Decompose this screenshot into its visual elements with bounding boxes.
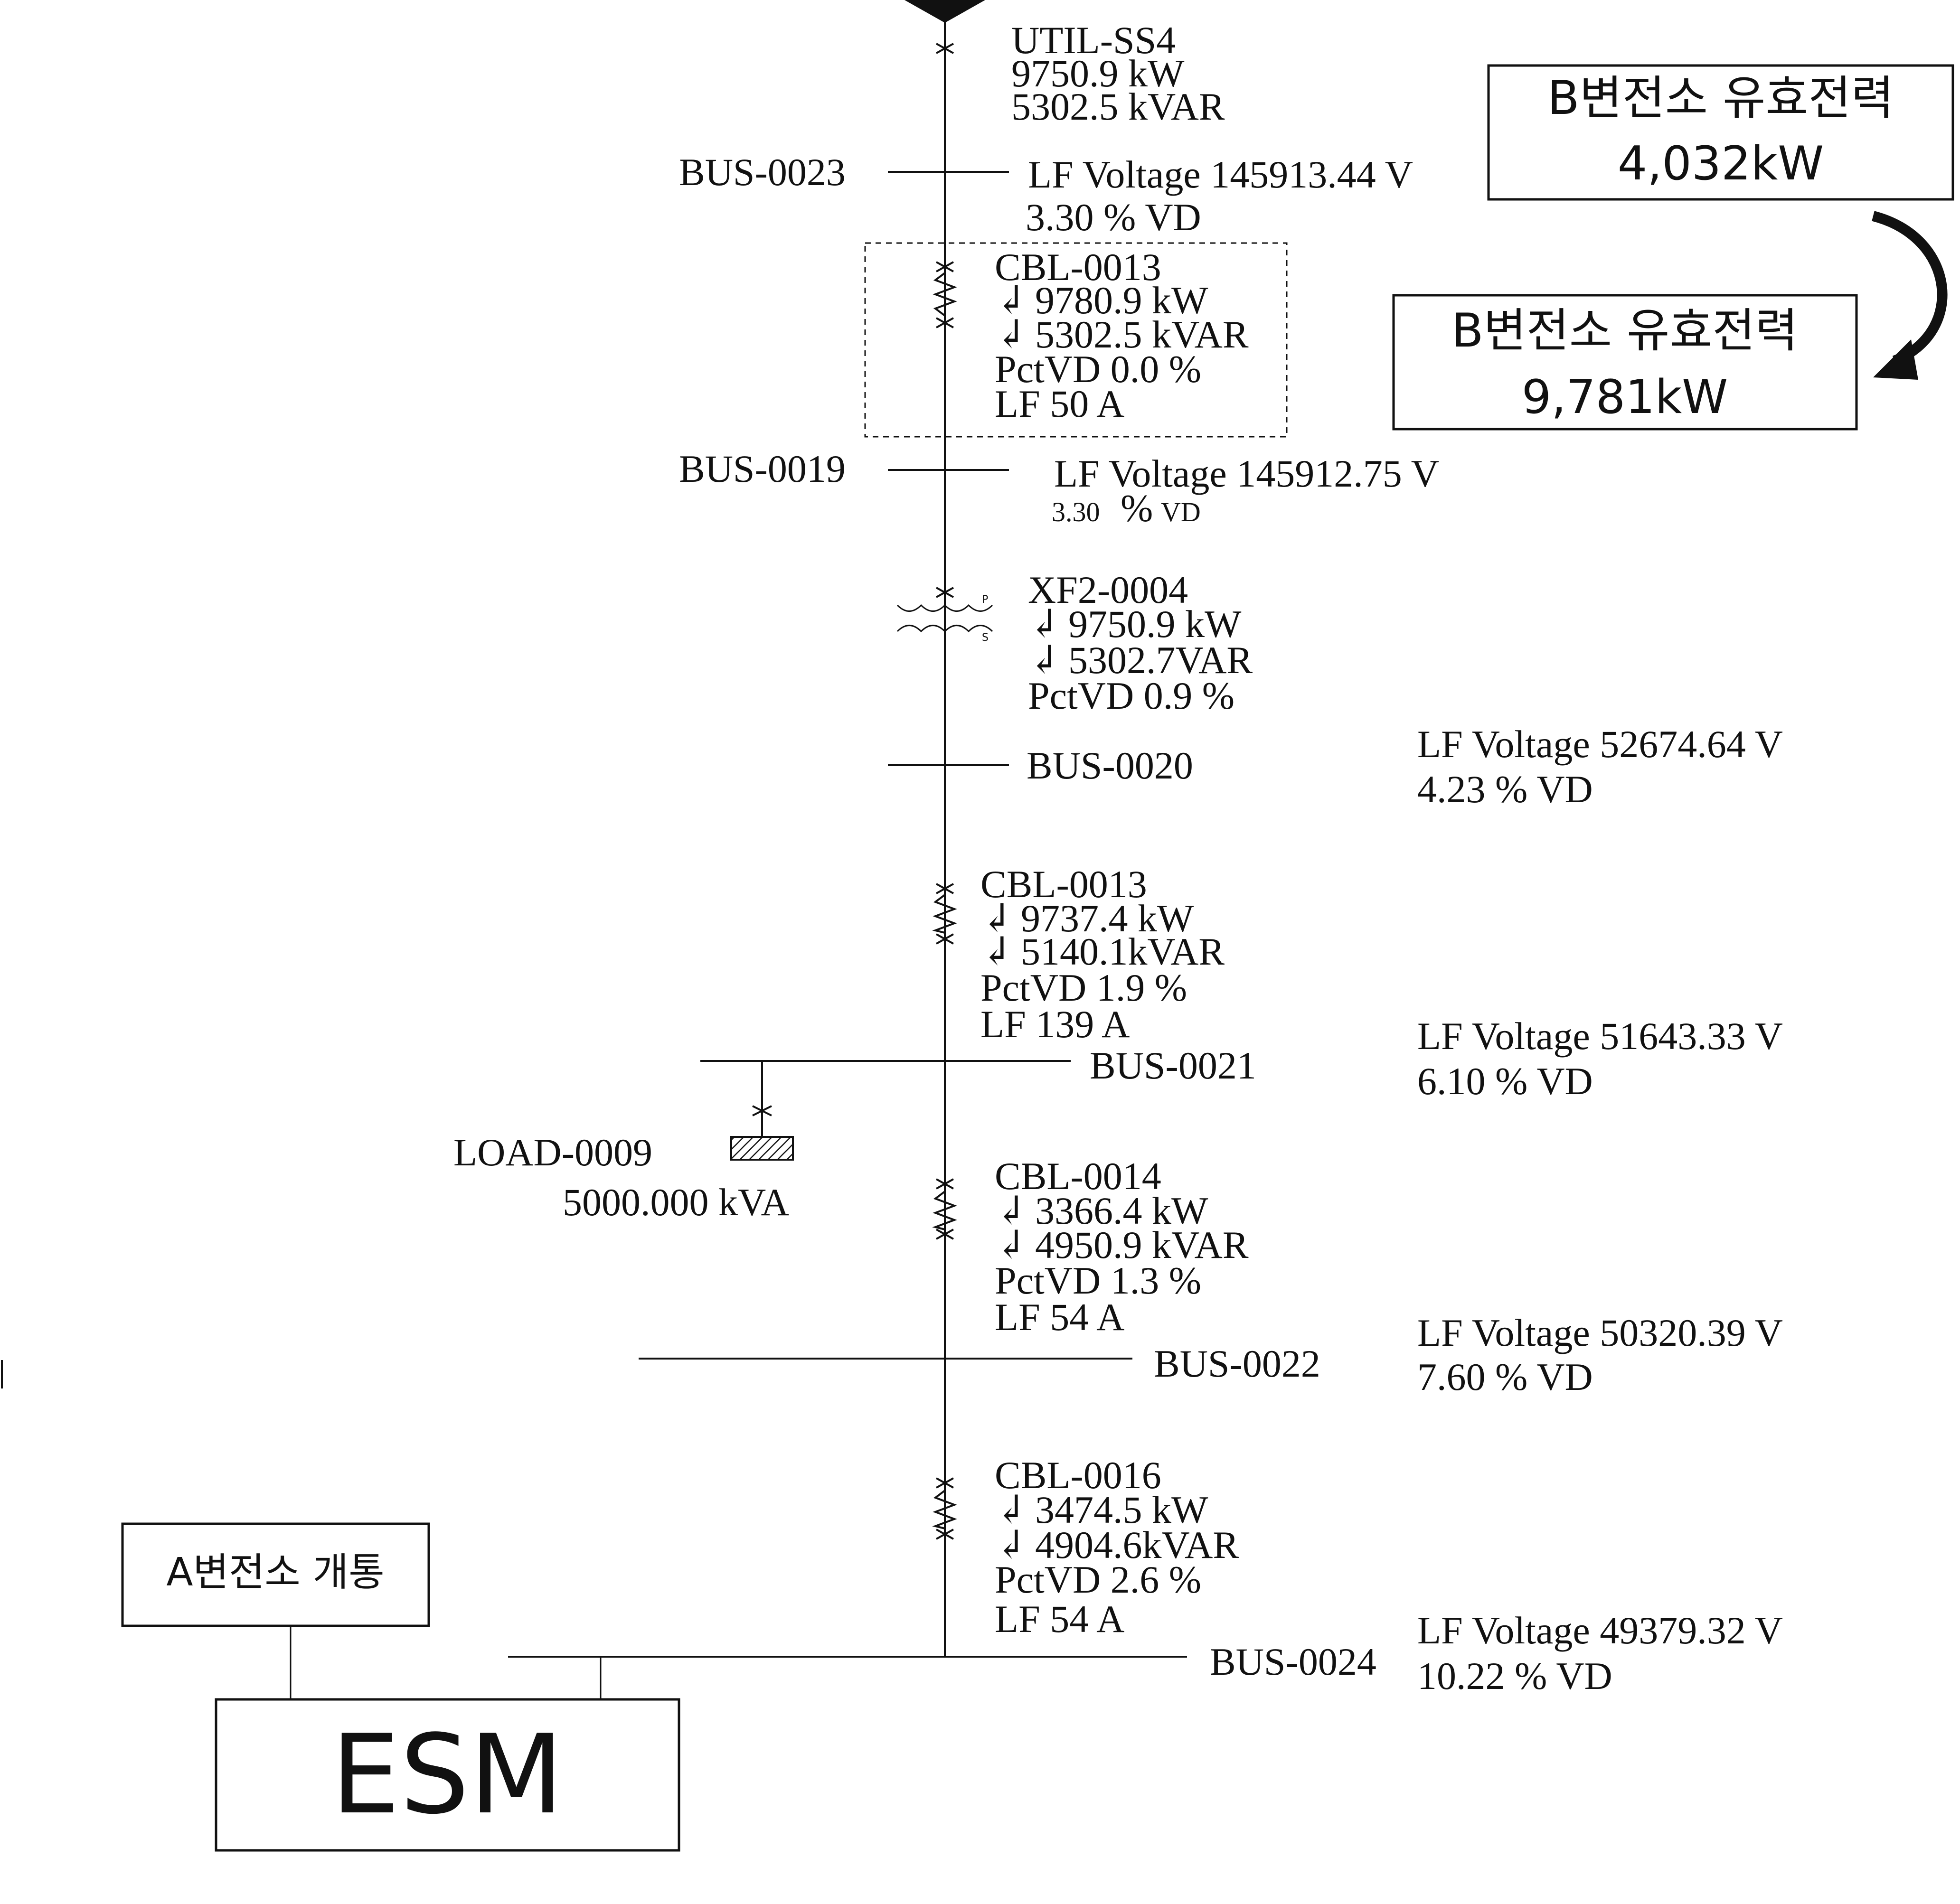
bus-0024: BUS-0024 LF Voltage 49379.32 V 10.22 % V… [1210, 1609, 1783, 1698]
transformer-pctvd: PctVD 0.9 % [1028, 674, 1234, 717]
transformer-icon [896, 604, 993, 633]
cable-kvar: 5140.1kVAR [1021, 930, 1225, 973]
cable-pctvd: PctVD 1.9 % [980, 966, 1187, 1009]
cable-cbl-0014: CBL-0014 ↲ 3366.4 kW ↲ 4950.9 kVAR PctVD… [995, 1154, 1249, 1339]
bus-voltage: LF Voltage 50320.39 V [1417, 1311, 1783, 1354]
flow-arrow-icon: ↲ [980, 897, 1013, 940]
bus-vd-percent: % [1121, 487, 1153, 530]
flow-arrow-icon: ↲ [995, 1223, 1027, 1266]
transformer-kvar: 5302.7VAR [1068, 638, 1253, 682]
load-icon [730, 1136, 794, 1161]
cable-icon [932, 1191, 957, 1230]
load-rating: 5000.000 kVA [563, 1181, 789, 1224]
bus-vd: 3.30 % VD [1026, 196, 1201, 239]
cable-kvar: 4950.9 kVAR [1035, 1223, 1249, 1266]
bus-voltage: LF Voltage 49379.32 V [1417, 1609, 1783, 1652]
flow-arrow-icon: ↲ [995, 1189, 1027, 1232]
bus-name: BUS-0019 [679, 447, 846, 490]
breaker-marks [752, 43, 954, 1540]
cable-kw: 3474.5 kW [1035, 1488, 1208, 1531]
bus-0022: BUS-0022 LF Voltage 50320.39 V 7.60 % VD [1154, 1311, 1783, 1398]
bus-name: BUS-0021 [1090, 1044, 1256, 1087]
cable-selection-box [864, 242, 1288, 438]
esm-label: ESM [331, 1712, 564, 1838]
bus-vd-unit: VD [1161, 497, 1201, 527]
flow-arrow-icon: ↲ [995, 1523, 1027, 1566]
bus-voltage: LF Voltage 51643.33 V [1417, 1014, 1783, 1058]
bus-vd: 6.10 % VD [1417, 1060, 1593, 1103]
bus-vd: 10.22 % VD [1417, 1654, 1612, 1698]
cable-icon [932, 1490, 957, 1529]
cable-cbl-0013-upper: CBL-0013 ↲ 9780.9 kW ↲ 5302.5 kVAR PctVD… [995, 245, 1249, 425]
cable-pctvd: PctVD 2.6 % [995, 1558, 1201, 1601]
flow-arrow-icon: ↲ [995, 1488, 1027, 1531]
transformer-name: XF2-0004 [1028, 568, 1188, 611]
callout-after-title: B변전소 유효전력 [1451, 304, 1798, 358]
bus-vd: 4.23 % VD [1417, 768, 1593, 811]
bus-0021: BUS-0021 LF Voltage 51643.33 V 6.10 % VD [1090, 1014, 1783, 1103]
cable-lf: LF 139 A [980, 1003, 1130, 1046]
cable-cbl-0016: CBL-0016 ↲ 3474.5 kW ↲ 4904.6kVAR PctVD … [995, 1454, 1239, 1641]
cable-kw: 9737.4 kW [1021, 897, 1194, 940]
bus-name: BUS-0020 [1027, 744, 1193, 787]
cable-icon [933, 272, 957, 317]
cable-name: CBL-0013 [980, 863, 1147, 906]
callout-before-title: B변전소 유효전력 [1547, 71, 1894, 125]
esm-box: ESM [215, 1698, 680, 1852]
callout-before: B변전소 유효전력 4,032kW [1487, 64, 1954, 201]
flow-arrow-icon: ↲ [1028, 602, 1061, 646]
bus-voltage: LF Voltage 52674.64 V [1417, 722, 1783, 766]
bus-vd-number: 3.30 [1052, 497, 1100, 527]
bus-name: BUS-0022 [1154, 1342, 1320, 1385]
utility-kw: 9750.9 kW [1011, 52, 1185, 95]
callout-after: B변전소 유효전력 9,781kW [1392, 294, 1858, 431]
cable-pctvd: PctVD 0.0 % [995, 347, 1201, 391]
utility-info: UTIL-SS4 9750.9 kW 5302.5 kVAR [1011, 19, 1225, 128]
callout-before-value: 4,032kW [1618, 137, 1824, 191]
transformer-primary-label: P [982, 594, 988, 606]
utility-source-arrow [905, 0, 985, 23]
change-arrow-icon [1872, 211, 1948, 380]
bus-voltage: LF Voltage 145912.75 V [1054, 452, 1439, 495]
bus-0020: BUS-0020 LF Voltage 52674.64 V 4.23 % VD [1027, 722, 1783, 811]
cable-name: CBL-0014 [995, 1154, 1161, 1198]
flow-arrow-icon: ↲ [995, 313, 1027, 356]
cable-icon [932, 894, 957, 934]
cable-kvar: 5302.5 kVAR [1035, 313, 1249, 356]
flow-arrow-icon: ↲ [1028, 638, 1061, 682]
a-substation-box: A변전소 개통 [121, 1522, 430, 1627]
utility-kvar: 5302.5 kVAR [1011, 85, 1225, 128]
cable-kw: 3366.4 kW [1035, 1189, 1208, 1232]
utility-name: UTIL-SS4 [1011, 19, 1176, 62]
a-substation-label: A변전소 개통 [166, 1550, 384, 1595]
flow-arrow-icon: ↲ [980, 930, 1013, 973]
cable-lf: LF 54 A [995, 1597, 1124, 1641]
cable-kw: 9780.9 kW [1035, 279, 1208, 322]
cable-cbl-0013-lower: CBL-0013 ↲ 9737.4 kW ↲ 5140.1kVAR PctVD … [980, 863, 1225, 1046]
bus-name: BUS-0024 [1210, 1640, 1376, 1683]
transformer-xf2-0004: XF2-0004 ↲ 9750.9 kW ↲ 5302.7VAR PctVD 0… [1028, 568, 1253, 717]
cable-lf: LF 50 A [995, 382, 1124, 425]
transformer-kw: 9750.9 kW [1068, 602, 1242, 646]
cable-pctvd: PctVD 1.3 % [995, 1259, 1201, 1302]
cable-lf: LF 54 A [995, 1295, 1124, 1339]
transformer-secondary-label: S [982, 632, 989, 644]
cable-name: CBL-0013 [995, 245, 1161, 289]
callout-after-value: 9,781kW [1522, 370, 1728, 424]
bus-voltage: LF Voltage 145913.44 V [1028, 153, 1413, 196]
bus-vd: 7.60 % VD [1417, 1355, 1593, 1398]
bus-0019: BUS-0019 LF Voltage 145912.75 V 3.30 % V… [679, 447, 1439, 530]
bus-name: BUS-0023 [679, 150, 846, 194]
cable-name: CBL-0016 [995, 1454, 1161, 1497]
load-0009: LOAD-0009 5000.000 kVA [453, 1131, 789, 1224]
cable-kvar: 4904.6kVAR [1035, 1523, 1239, 1566]
flow-arrow-icon: ↲ [995, 279, 1027, 322]
bus-0023: BUS-0023 LF Voltage 145913.44 V 3.30 % V… [679, 150, 1413, 239]
load-name: LOAD-0009 [453, 1131, 652, 1174]
